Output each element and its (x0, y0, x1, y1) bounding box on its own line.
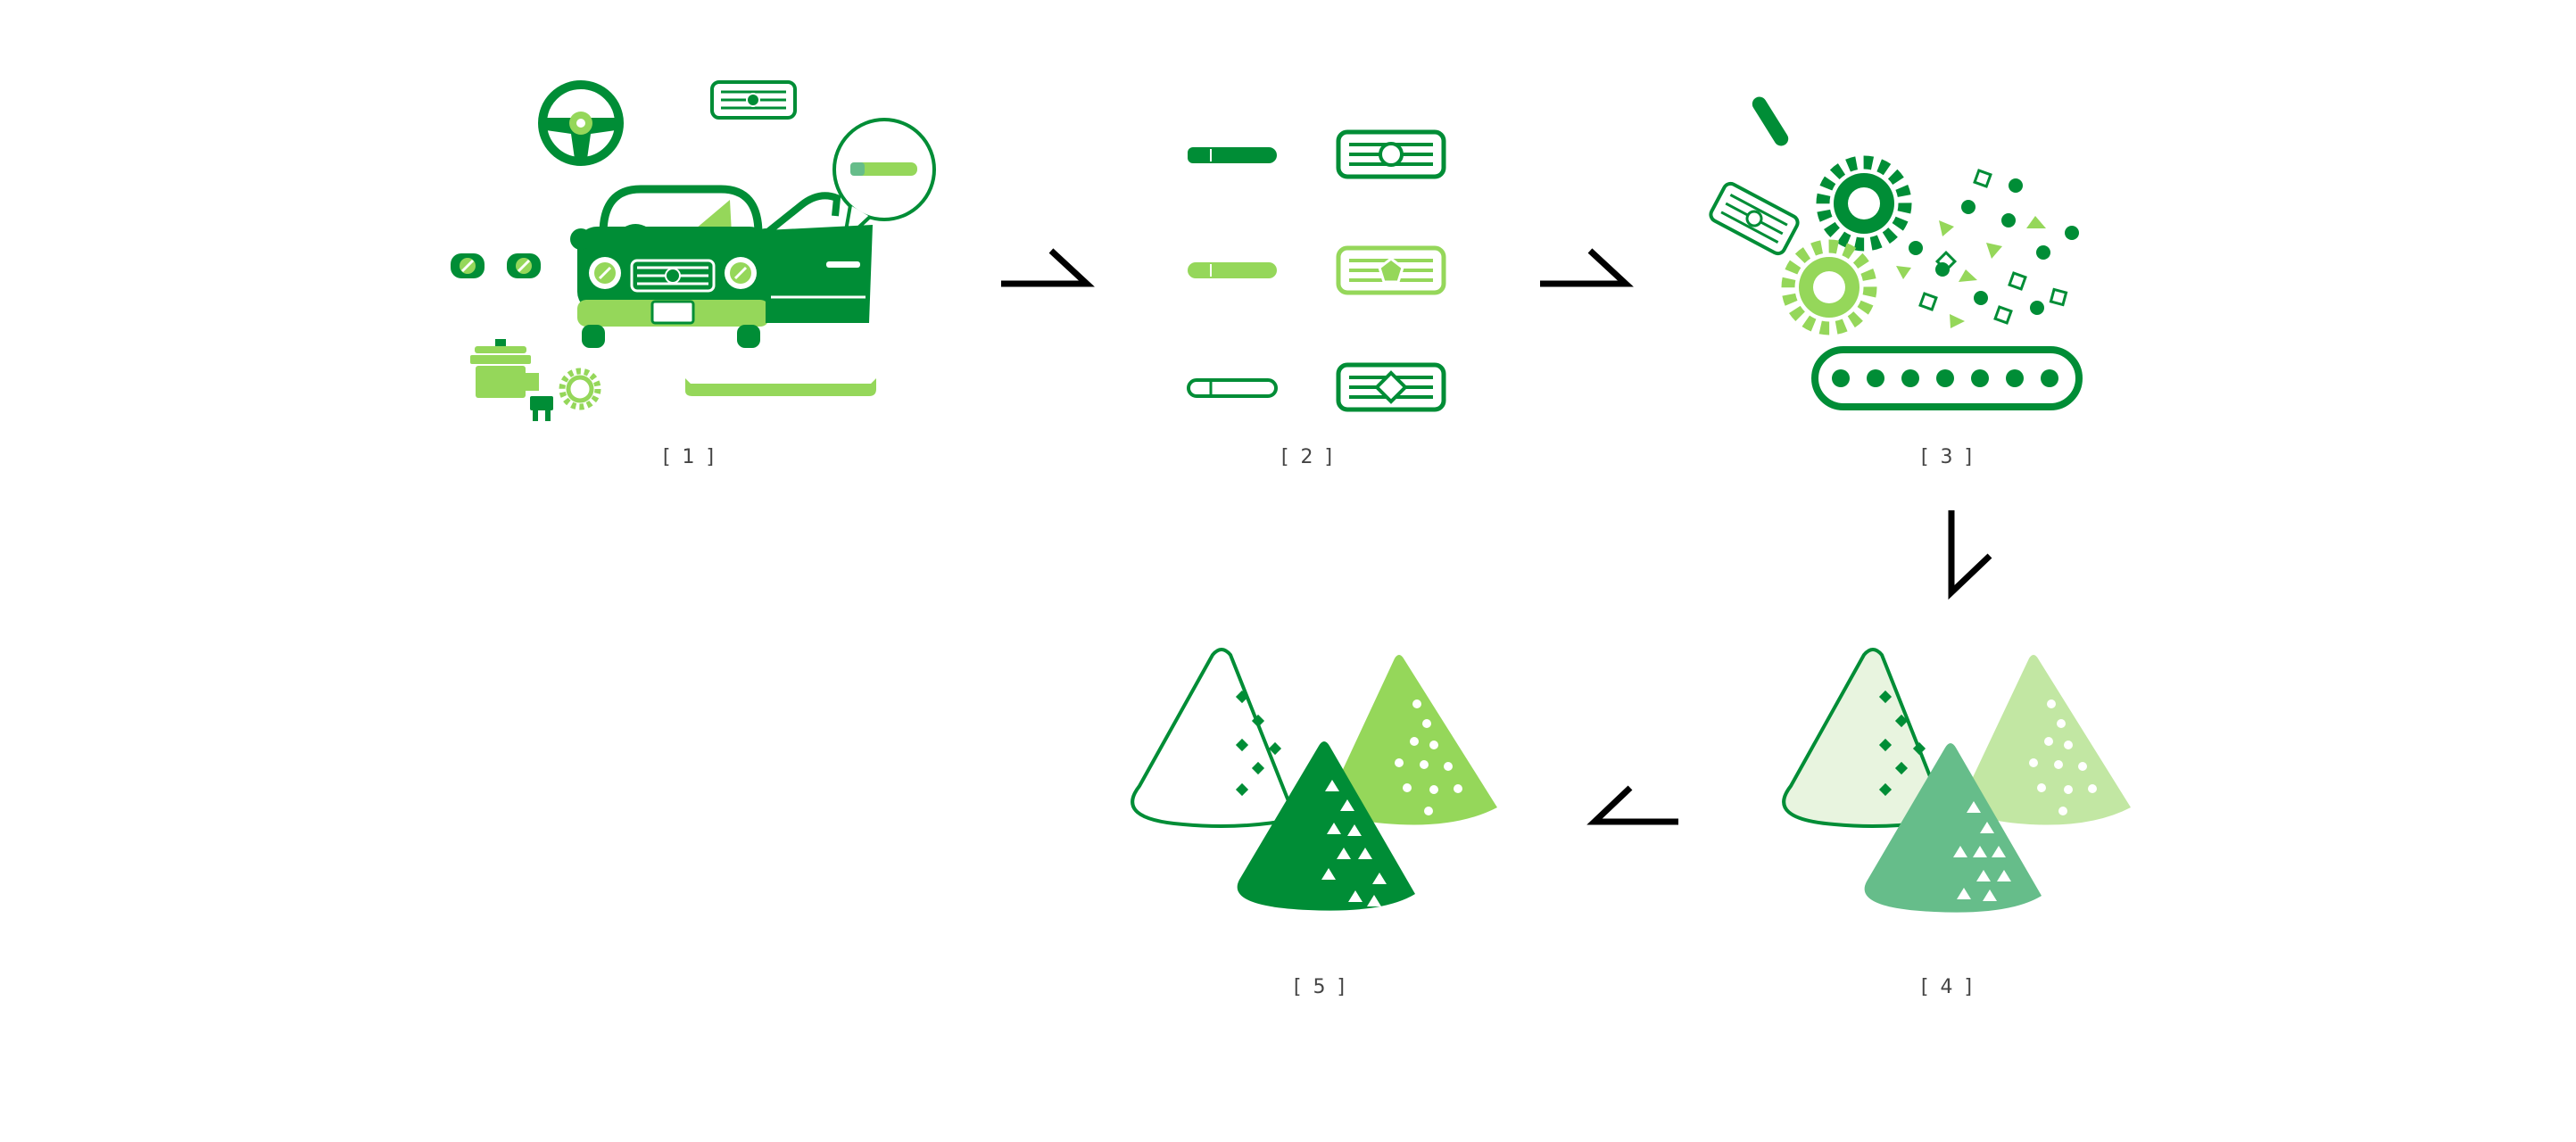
grille-icon (710, 80, 797, 120)
pile-light-icon (1329, 655, 1497, 825)
side-mirror-icon (451, 253, 541, 278)
arrow-left-4-to-5 (1586, 785, 1678, 825)
gear-dark-icon (1816, 155, 1912, 252)
rod-icon (1187, 147, 1278, 398)
grille-outline-icon (1336, 362, 1446, 412)
step-4-icons (1782, 648, 2131, 913)
arrow-down-3-to-4 (1948, 510, 1992, 600)
step-1-label: [ 1 ] (662, 446, 717, 468)
grille-icon (1709, 181, 1800, 256)
step-3-icons (1709, 96, 2083, 410)
fuse-icon (530, 396, 553, 421)
debris-particles (1896, 169, 2079, 328)
car-icon (570, 185, 776, 348)
rod-icon (1752, 96, 1789, 146)
step-3-label: [ 3 ] (1920, 446, 1975, 468)
pile-dark-icon (1237, 741, 1415, 911)
pile-mid-icon (1864, 743, 2042, 913)
step-1-icons (451, 80, 936, 421)
arrow-right-2-to-3 (1540, 248, 1634, 287)
pile-pale-icon (1782, 648, 1949, 828)
step-5-icons (1131, 648, 1497, 911)
grille-dark-icon (1336, 129, 1446, 179)
car-door-icon (763, 192, 873, 323)
speech-bubble-icon (832, 118, 936, 243)
grille-light-icon (1336, 245, 1446, 295)
steering-wheel-icon (538, 80, 624, 166)
step-4-label: [ 4 ] (1920, 976, 1975, 998)
gear-light-icon (1781, 239, 1877, 335)
step-2-label: [ 2 ] (1280, 446, 1336, 468)
bumper-icon (685, 378, 876, 396)
pile-outline-icon (1131, 648, 1297, 828)
step-2-icons (1187, 129, 1446, 412)
conveyor-belt-icon (1811, 346, 2083, 410)
step-5-label: [ 5 ] (1293, 976, 1348, 998)
engine-icon (470, 339, 539, 398)
pile-pale-light-icon (1963, 655, 2131, 825)
arrow-right-1-to-2 (1001, 248, 1095, 287)
gear-icon (559, 368, 601, 410)
